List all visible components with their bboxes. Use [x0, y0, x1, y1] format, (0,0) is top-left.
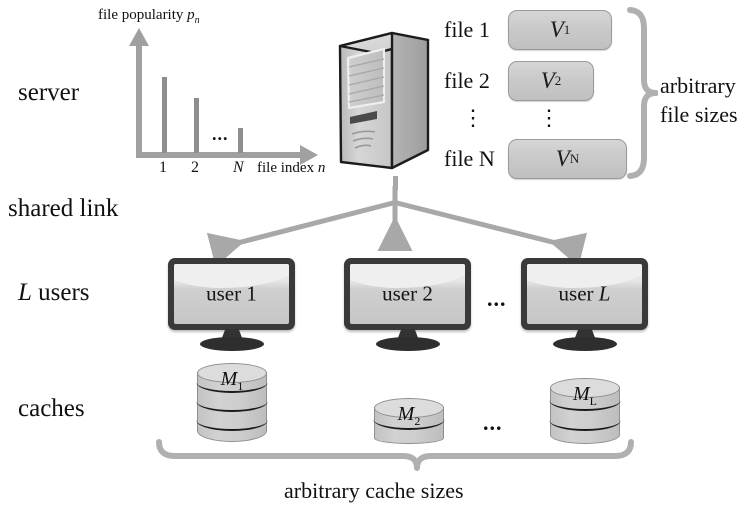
- caches-ellipsis: ...: [483, 410, 503, 435]
- file-label-2: file 2: [444, 70, 490, 92]
- monitor-l-label-text: user: [558, 281, 599, 306]
- chart-y-axis-symbol-sub: n: [194, 15, 200, 26]
- file-box-vertical-ellipsis: ⋮: [538, 105, 560, 130]
- file-label-vertical-ellipsis: ⋮: [462, 105, 484, 130]
- server-tower-icon: [330, 20, 440, 190]
- label-l-users-symbol: L: [18, 279, 32, 306]
- cache-l-band-2: [549, 420, 621, 431]
- users-ellipsis: ...: [487, 286, 507, 311]
- cache-1-label-text: M: [220, 368, 238, 390]
- chart-x-axis: [136, 152, 304, 158]
- monitor-l-label: user L: [527, 282, 642, 307]
- file-box-2-sub: 2: [554, 73, 562, 88]
- cache-1-band-1: [196, 382, 268, 393]
- chart-y-axis-title-text: file popularity: [98, 7, 184, 23]
- monitor-l-label-symbol: L: [598, 281, 611, 306]
- chart-tick-n: N: [233, 159, 244, 176]
- label-l-users: L users: [18, 280, 90, 305]
- file-label-2-text: file 2: [444, 68, 490, 93]
- file-box-n-value: V: [555, 146, 570, 171]
- monitor-l-screen: user L: [527, 264, 642, 324]
- chart-x-axis-symbol: n: [317, 160, 326, 176]
- cache-l-label: ML: [550, 383, 620, 409]
- label-caches: caches: [18, 395, 85, 422]
- chart-bar-n: [238, 128, 243, 153]
- monitor-l-base: [553, 337, 617, 351]
- chart-bar-1: [162, 77, 167, 153]
- chart-x-axis-arrowhead: [300, 145, 318, 165]
- monitor-2-base: [376, 337, 440, 351]
- cache-2-top: [374, 398, 444, 418]
- monitor-2-label-text: user 2: [382, 281, 433, 306]
- chart-y-axis-title: file popularity pn: [98, 8, 200, 26]
- monitor-2-screen: user 2: [350, 264, 465, 324]
- file-box-1-value: V: [549, 17, 564, 42]
- cache-sizes-caption: arbitrary cache sizes: [284, 478, 464, 503]
- file-label-1: file 1: [444, 19, 490, 41]
- file-popularity-chart: ... 1 2 N file popularity pn file index …: [98, 8, 328, 178]
- file-label-n-text: file N: [444, 146, 495, 171]
- cache-2-label: M2: [374, 403, 444, 429]
- monitor-user-2: user 2: [344, 258, 471, 330]
- monitor-1-label-text: user 1: [206, 281, 257, 306]
- cache-l-label-text: M: [572, 383, 590, 405]
- monitor-user-l: user L: [521, 258, 648, 330]
- monitor-1-base: [200, 337, 264, 351]
- file-box-1-sub: 1: [563, 22, 571, 37]
- file-box-n-sub: N: [569, 151, 580, 166]
- monitor-1-label: user 1: [174, 282, 289, 307]
- chart-x-axis-title-text: file index: [257, 160, 315, 176]
- chart-bar-2: [194, 98, 199, 153]
- chart-y-axis-symbol: p: [187, 7, 195, 23]
- cache-2-band-1: [373, 419, 445, 430]
- cache-cylinder-2: M2: [373, 398, 445, 450]
- cache-l-label-sub: L: [589, 394, 597, 408]
- file-label-1-text: file 1: [444, 17, 490, 42]
- chart-tick-2: 2: [191, 159, 199, 176]
- monitor-1-screen: user 1: [174, 264, 289, 324]
- shared-link-arrows: [206, 186, 588, 258]
- chart-y-axis: [136, 40, 142, 158]
- cache-1-label-sub: 1: [237, 379, 244, 393]
- cache-1-band-2: [196, 401, 268, 412]
- cache-1-band-3: [196, 420, 268, 431]
- cache-cylinder-1: M1: [196, 363, 268, 449]
- cache-l-top: [550, 378, 620, 398]
- file-box-2-value: V: [540, 68, 555, 93]
- cache-cylinder-l: ML: [549, 378, 621, 450]
- file-label-n: file N: [444, 148, 495, 170]
- chart-y-axis-arrowhead: [129, 28, 149, 46]
- chart-tick-1: 1: [159, 159, 167, 176]
- cache-2-label-sub: 2: [414, 414, 421, 428]
- label-shared-link: shared link: [8, 195, 119, 222]
- file-sizes-caption-line1: arbitrary: [660, 73, 736, 98]
- chart-x-axis-title: file index n: [257, 161, 325, 176]
- label-server: server: [18, 79, 80, 106]
- server-stub-line: [393, 176, 398, 190]
- file-sizes-brace: [627, 7, 658, 179]
- chart-bars-ellipsis: ...: [212, 124, 229, 144]
- cache-2-label-text: M: [397, 403, 415, 425]
- cache-1-label: M1: [197, 368, 267, 394]
- monitor-user-1: user 1: [168, 258, 295, 330]
- cache-sizes-brace: [156, 439, 634, 471]
- cache-l-band-1: [549, 400, 621, 411]
- file-sizes-caption-line2: file sizes: [660, 102, 738, 127]
- monitor-2-label: user 2: [350, 282, 465, 307]
- label-l-users-rest: users: [31, 279, 90, 306]
